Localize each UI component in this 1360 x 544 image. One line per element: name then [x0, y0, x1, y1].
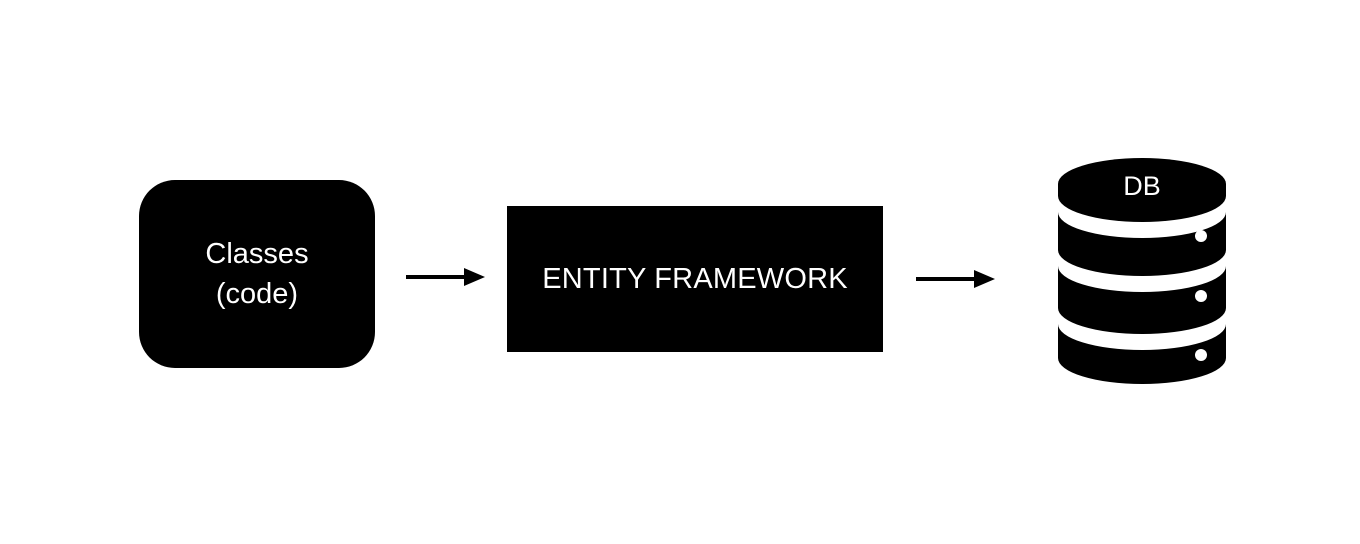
db-indicator-dot-1: [1195, 230, 1207, 242]
db-band-1: [1058, 212, 1226, 276]
db-indicator-dot-3: [1195, 349, 1207, 361]
arrow-classes-to-orm: [406, 268, 485, 286]
classes-sublabel: (code): [215, 278, 299, 310]
database-label: DB: [1123, 171, 1161, 201]
entity-framework-label: ENTITY FRAMEWORK: [542, 262, 848, 295]
entity-framework-node: ENTITY FRAMEWORK: [507, 206, 883, 352]
db-top-cap: [1058, 158, 1226, 222]
arrow-orm-to-db: [916, 270, 995, 288]
classes-node: Classes (code): [139, 180, 375, 368]
db-indicator-dot-2: [1195, 290, 1207, 302]
database-icon: [1058, 158, 1226, 384]
db-band-3: [1058, 324, 1226, 384]
classes-label: Classes: [205, 238, 309, 270]
db-band-2: [1058, 266, 1226, 334]
